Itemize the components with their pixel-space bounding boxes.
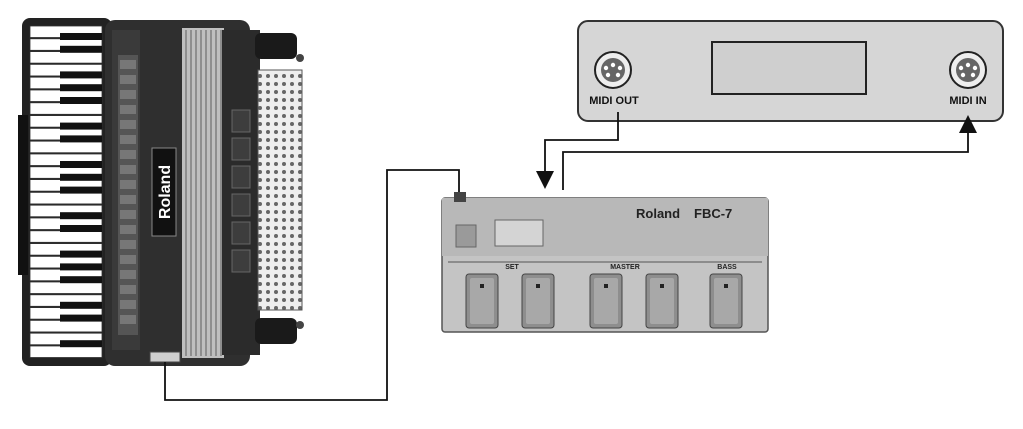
foot-pedal bbox=[589, 273, 623, 329]
accordion-brand: Roland bbox=[157, 165, 174, 219]
accordion-midi-connector bbox=[149, 351, 181, 363]
midi-in-label: MIDI IN bbox=[949, 95, 986, 107]
black-key bbox=[60, 301, 102, 309]
accordion-brand-plate bbox=[151, 147, 177, 237]
register-button bbox=[231, 137, 251, 161]
black-key bbox=[60, 340, 102, 348]
pedal-led bbox=[536, 284, 540, 288]
white-key bbox=[29, 51, 103, 64]
pedal-led bbox=[604, 284, 608, 288]
white-key bbox=[29, 140, 103, 154]
white-key bbox=[29, 319, 103, 333]
pedal-pad bbox=[594, 278, 618, 324]
grille-slat bbox=[120, 75, 136, 84]
pedal-pad bbox=[526, 278, 550, 324]
pedal-board-model: FBC-7 bbox=[694, 206, 732, 221]
midi-device: MIDI OUT MIDI IN bbox=[577, 20, 1004, 122]
foot-pedal bbox=[465, 273, 499, 329]
grille-slat bbox=[120, 255, 136, 264]
pedal-group-label-master: MASTER bbox=[610, 264, 640, 271]
black-key bbox=[60, 212, 102, 220]
accordion-grille-left bbox=[118, 55, 138, 335]
black-key bbox=[60, 250, 102, 258]
black-key bbox=[60, 225, 102, 232]
pedal-pad bbox=[470, 278, 494, 324]
grille-slat bbox=[120, 105, 136, 114]
black-key bbox=[60, 135, 102, 143]
midi-device-display bbox=[711, 41, 867, 95]
grille-slat bbox=[120, 270, 136, 279]
grille-slat bbox=[120, 60, 136, 69]
grille-slat bbox=[120, 225, 136, 234]
white-key bbox=[29, 230, 103, 243]
grille-slat bbox=[120, 300, 136, 309]
white-key bbox=[29, 191, 103, 205]
black-key bbox=[60, 84, 102, 92]
pedal-group-label-set: SET bbox=[505, 264, 519, 271]
foot-pedal bbox=[645, 273, 679, 329]
pedal-board-brand: Roland bbox=[636, 206, 680, 221]
grille-slat bbox=[120, 180, 136, 189]
register-button bbox=[231, 193, 251, 217]
cable-pedalboard-to-midi-in bbox=[562, 115, 977, 190]
grille-slat bbox=[120, 315, 136, 324]
register-button bbox=[231, 221, 251, 245]
accordion-speaker-grille bbox=[257, 69, 303, 311]
white-key bbox=[29, 345, 103, 358]
black-key bbox=[60, 173, 102, 181]
black-key bbox=[60, 45, 102, 53]
pedal-pad bbox=[714, 278, 738, 324]
accordion-bellows bbox=[182, 28, 224, 358]
white-key bbox=[29, 281, 103, 294]
grille-slat bbox=[120, 90, 136, 99]
grille-slat bbox=[120, 285, 136, 294]
pedal-led bbox=[724, 284, 728, 288]
grille-slat bbox=[120, 240, 136, 249]
pedal-led bbox=[480, 284, 484, 288]
white-key bbox=[29, 102, 103, 115]
pedal-group-label-bass: BASS bbox=[717, 264, 737, 271]
grille-slat bbox=[120, 135, 136, 144]
black-key bbox=[60, 314, 102, 322]
black-key bbox=[60, 122, 102, 130]
accordion: Roland bbox=[18, 18, 304, 366]
black-key bbox=[60, 33, 102, 40]
pedal-led bbox=[660, 284, 664, 288]
grille-slat bbox=[120, 120, 136, 129]
black-key bbox=[60, 186, 102, 194]
black-key bbox=[60, 263, 102, 271]
accordion-keyboard bbox=[18, 18, 112, 366]
grille-slat bbox=[120, 195, 136, 204]
register-button bbox=[231, 249, 251, 273]
black-key bbox=[60, 97, 102, 104]
cable-midi-out-to-pedalboard bbox=[536, 112, 619, 189]
grille-slat bbox=[120, 210, 136, 219]
black-key bbox=[60, 161, 102, 168]
foot-pedal bbox=[521, 273, 555, 329]
pedal-board-midi-in-jack bbox=[454, 192, 466, 202]
midi-in-port bbox=[949, 51, 987, 89]
midi-out-port bbox=[594, 51, 632, 89]
register-button bbox=[231, 165, 251, 189]
midi-out-label: MIDI OUT bbox=[589, 95, 639, 107]
black-key bbox=[60, 276, 102, 284]
black-key bbox=[60, 71, 102, 79]
register-button bbox=[231, 109, 251, 133]
pedal-board-display bbox=[494, 219, 544, 247]
grille-slat bbox=[120, 165, 136, 174]
foot-pedal bbox=[709, 273, 743, 329]
grille-slat bbox=[120, 150, 136, 159]
cables bbox=[164, 112, 977, 401]
pedal-board: Roland FBC-7 SET MASTER BASS bbox=[441, 192, 769, 333]
cable-accordion-to-pedalboard bbox=[164, 169, 460, 401]
pedal-pad bbox=[650, 278, 674, 324]
